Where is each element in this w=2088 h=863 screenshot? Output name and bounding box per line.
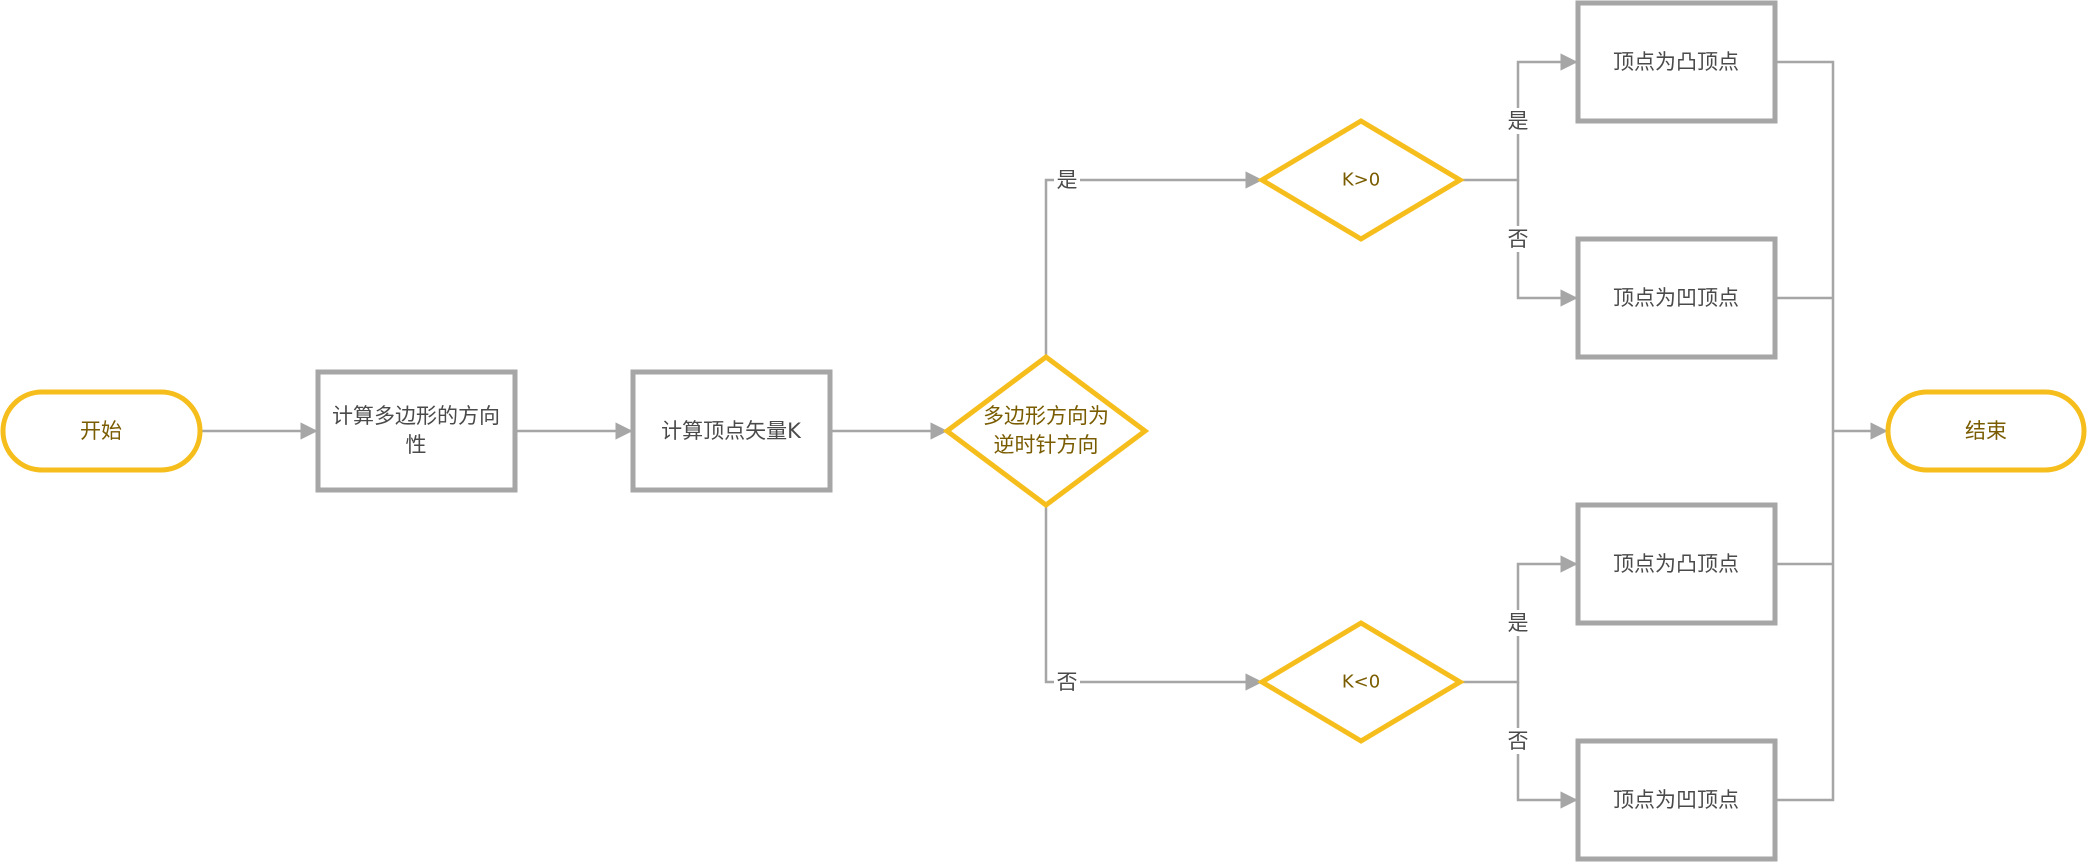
edge-label-klt-no: 否 — [1508, 729, 1529, 753]
edge-labels: 是 否 是 否 是 否 — [1054, 108, 1531, 754]
decision-kgt-node: K>0 — [1257, 118, 1465, 242]
end-terminator — [1885, 389, 2087, 473]
start-terminator — [0, 389, 203, 473]
end-node: 结束 — [1885, 389, 2087, 473]
edge-kgt-no — [1516, 180, 1578, 307]
decision-ccw-node: 多边形方向为 逆时针方向 — [942, 353, 1150, 509]
concave-bottom-node: 顶点为凹顶点 — [1575, 738, 1778, 862]
start-label: 开始 — [80, 419, 122, 443]
decision-ccw-diamond — [942, 353, 1150, 509]
calc-orientation-label-line1: 计算多边形的方向 — [332, 404, 500, 428]
convex-top-label: 顶点为凸顶点 — [1613, 50, 1739, 74]
edge-label-ccw-no: 否 — [1057, 670, 1078, 694]
calc-vector-node: 计算顶点矢量K — [630, 369, 833, 493]
concave-top-label: 顶点为凹顶点 — [1613, 286, 1739, 310]
concave-top-box — [1575, 236, 1778, 360]
edge-merge-to-end — [1775, 60, 1886, 802]
decision-klt-diamond — [1257, 620, 1465, 744]
decision-klt-node: K<0 — [1257, 620, 1465, 744]
edge-label-ccw-yes: 是 — [1057, 168, 1078, 192]
convex-bottom-box — [1575, 502, 1778, 626]
decision-kgt-label: K>0 — [1342, 170, 1380, 191]
edge-label-klt-yes: 是 — [1508, 611, 1529, 635]
convex-top-box — [1575, 0, 1778, 124]
concave-top-node: 顶点为凹顶点 — [1575, 236, 1778, 360]
concave-bottom-label: 顶点为凹顶点 — [1613, 788, 1739, 812]
calc-vector-box — [630, 369, 833, 493]
decision-ccw-label-line2: 逆时针方向 — [994, 433, 1099, 457]
concave-bottom-box — [1575, 738, 1778, 862]
decision-klt-label: K<0 — [1342, 672, 1380, 693]
calc-vector-label: 计算顶点矢量K — [661, 419, 802, 443]
convex-top-node: 顶点为凸顶点 — [1575, 0, 1778, 124]
convex-bottom-node: 顶点为凸顶点 — [1575, 502, 1778, 626]
edge-decision-yes — [1044, 171, 1263, 356]
decision-kgt-diamond — [1257, 118, 1465, 242]
edge-label-kgt-no: 否 — [1508, 227, 1529, 251]
edge-label-kgt-yes: 是 — [1508, 109, 1529, 133]
convex-bottom-label: 顶点为凸顶点 — [1613, 552, 1739, 576]
decision-ccw-label-line1: 多边形方向为 — [983, 404, 1109, 428]
edge-decision-no — [1044, 506, 1263, 691]
end-label: 结束 — [1965, 419, 2007, 443]
edge-klt-no — [1516, 682, 1578, 809]
calc-orientation-node: 计算多边形的方向 性 — [315, 369, 518, 493]
start-node: 开始 — [0, 389, 203, 473]
calc-orientation-box — [315, 369, 518, 493]
calc-orientation-label-line2: 性 — [406, 433, 427, 457]
